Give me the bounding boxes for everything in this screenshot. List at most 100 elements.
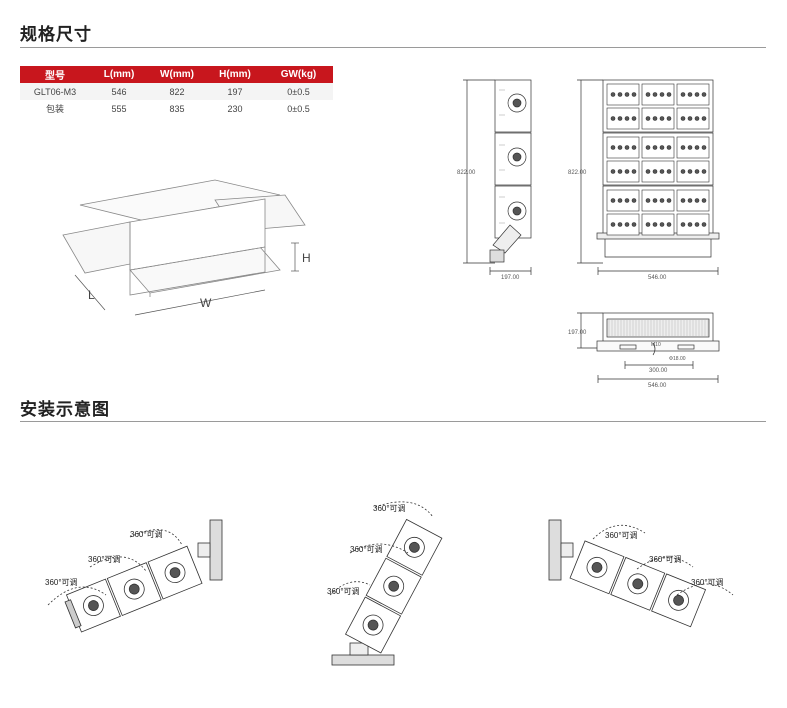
led-chip xyxy=(680,169,686,174)
led-chip xyxy=(617,145,623,150)
led-chip xyxy=(652,169,658,174)
led-chip xyxy=(645,198,651,203)
led-chip xyxy=(687,169,693,174)
led-chip xyxy=(701,145,707,150)
led-chip xyxy=(652,198,658,203)
led-chip xyxy=(659,116,665,121)
led-chip xyxy=(694,92,700,97)
rotate-label: 360°可调 xyxy=(649,555,682,564)
led-module xyxy=(606,136,640,159)
box-label-w: W xyxy=(200,296,212,310)
led-chip xyxy=(652,92,658,97)
col-model: 型号 xyxy=(20,66,90,83)
led-module xyxy=(641,107,675,130)
led-chip xyxy=(652,145,658,150)
led-chip xyxy=(701,169,707,174)
led-chip xyxy=(617,222,623,227)
led-chip xyxy=(687,198,693,203)
led-chip xyxy=(617,198,623,203)
rotate-label: 360°可调 xyxy=(45,578,78,587)
led-chip xyxy=(666,92,672,97)
led-chip xyxy=(659,92,665,97)
led-chip xyxy=(694,222,700,227)
cell-width: 822 xyxy=(148,83,206,100)
spec-table-header: 型号 L(mm) W(mm) H(mm) GW(kg) xyxy=(20,66,333,83)
install-diagram-left: 360°可调 360°可调 360°可调 xyxy=(45,519,223,633)
section-title-specs: 规格尺寸 xyxy=(20,25,92,45)
rotate-label: 360°可调 xyxy=(88,555,121,564)
rotate-label: 360°可调 xyxy=(605,531,638,540)
top-width-label: 546.00 xyxy=(648,383,667,389)
led-chip xyxy=(687,92,693,97)
table-row: 包装 555 835 230 0±0.5 xyxy=(20,100,333,117)
led-chip xyxy=(631,116,637,121)
led-chip xyxy=(645,222,651,227)
cell-model: 包装 xyxy=(20,100,90,117)
section-title-install: 安装示意图 xyxy=(20,400,110,420)
led-module xyxy=(676,136,710,159)
led-chip xyxy=(694,169,700,174)
led-chip xyxy=(659,145,665,150)
top-inner-b-label: Φ18.00 xyxy=(669,356,686,362)
led-module xyxy=(641,136,675,159)
led-chip xyxy=(617,169,623,174)
led-chip xyxy=(666,222,672,227)
front-view-drawing: 822.00 546.00 xyxy=(568,79,720,281)
led-module xyxy=(641,213,675,236)
led-chip xyxy=(624,116,630,121)
led-module xyxy=(606,213,640,236)
box-diagram: H L W xyxy=(62,179,311,316)
led-chip xyxy=(687,116,693,121)
front-height-label: 822.00 xyxy=(568,170,587,176)
led-chip xyxy=(610,198,616,203)
col-length: L(mm) xyxy=(90,66,148,83)
rotate-label: 360°可调 xyxy=(691,578,724,587)
led-module xyxy=(641,160,675,183)
cell-weight: 0±0.5 xyxy=(264,83,333,100)
rotate-label: 360°可调 xyxy=(327,587,360,596)
led-chip xyxy=(694,198,700,203)
led-chip xyxy=(610,145,616,150)
col-height: H(mm) xyxy=(206,66,264,83)
led-chip xyxy=(680,145,686,150)
led-chip xyxy=(680,116,686,121)
led-chip xyxy=(687,145,693,150)
led-chip xyxy=(610,116,616,121)
led-chip xyxy=(617,92,623,97)
led-chip xyxy=(701,92,707,97)
led-chip xyxy=(701,222,707,227)
spec-table: 型号 L(mm) W(mm) H(mm) GW(kg) GLT06-M3 546… xyxy=(20,66,333,117)
led-module xyxy=(676,160,710,183)
led-chip xyxy=(645,145,651,150)
cell-height: 230 xyxy=(206,100,264,117)
led-chip xyxy=(610,92,616,97)
rotate-label: 360°可调 xyxy=(130,530,163,539)
cell-height: 197 xyxy=(206,83,264,100)
led-module xyxy=(676,107,710,130)
rotate-label: 360°可调 xyxy=(350,545,383,554)
top-inner-a-label: M10 xyxy=(651,342,661,348)
rotate-label: 360°可调 xyxy=(373,504,406,513)
led-chip xyxy=(624,169,630,174)
cell-width: 835 xyxy=(148,100,206,117)
led-module xyxy=(606,189,640,212)
led-chip xyxy=(624,222,630,227)
led-chip xyxy=(624,145,630,150)
led-module xyxy=(606,83,640,106)
table-row: GLT06-M3 546 822 197 0±0.5 xyxy=(20,83,333,100)
section-divider xyxy=(20,421,766,422)
side-depth-label: 197.00 xyxy=(501,275,520,281)
led-module xyxy=(606,107,640,130)
install-diagram-center: 360°可调 360°可调 360°可调 xyxy=(327,501,443,666)
top-view-drawing: 197.00 M10 Φ18.00 300.00 546.00 xyxy=(568,312,720,389)
led-chip xyxy=(631,198,637,203)
front-width-label: 546.00 xyxy=(648,275,667,281)
led-chip xyxy=(631,222,637,227)
led-chip xyxy=(666,169,672,174)
led-chip xyxy=(701,116,707,121)
led-module xyxy=(676,213,710,236)
led-chip xyxy=(666,145,672,150)
led-module xyxy=(641,189,675,212)
led-chip xyxy=(610,222,616,227)
top-mount-width-label: 300.00 xyxy=(649,368,668,374)
